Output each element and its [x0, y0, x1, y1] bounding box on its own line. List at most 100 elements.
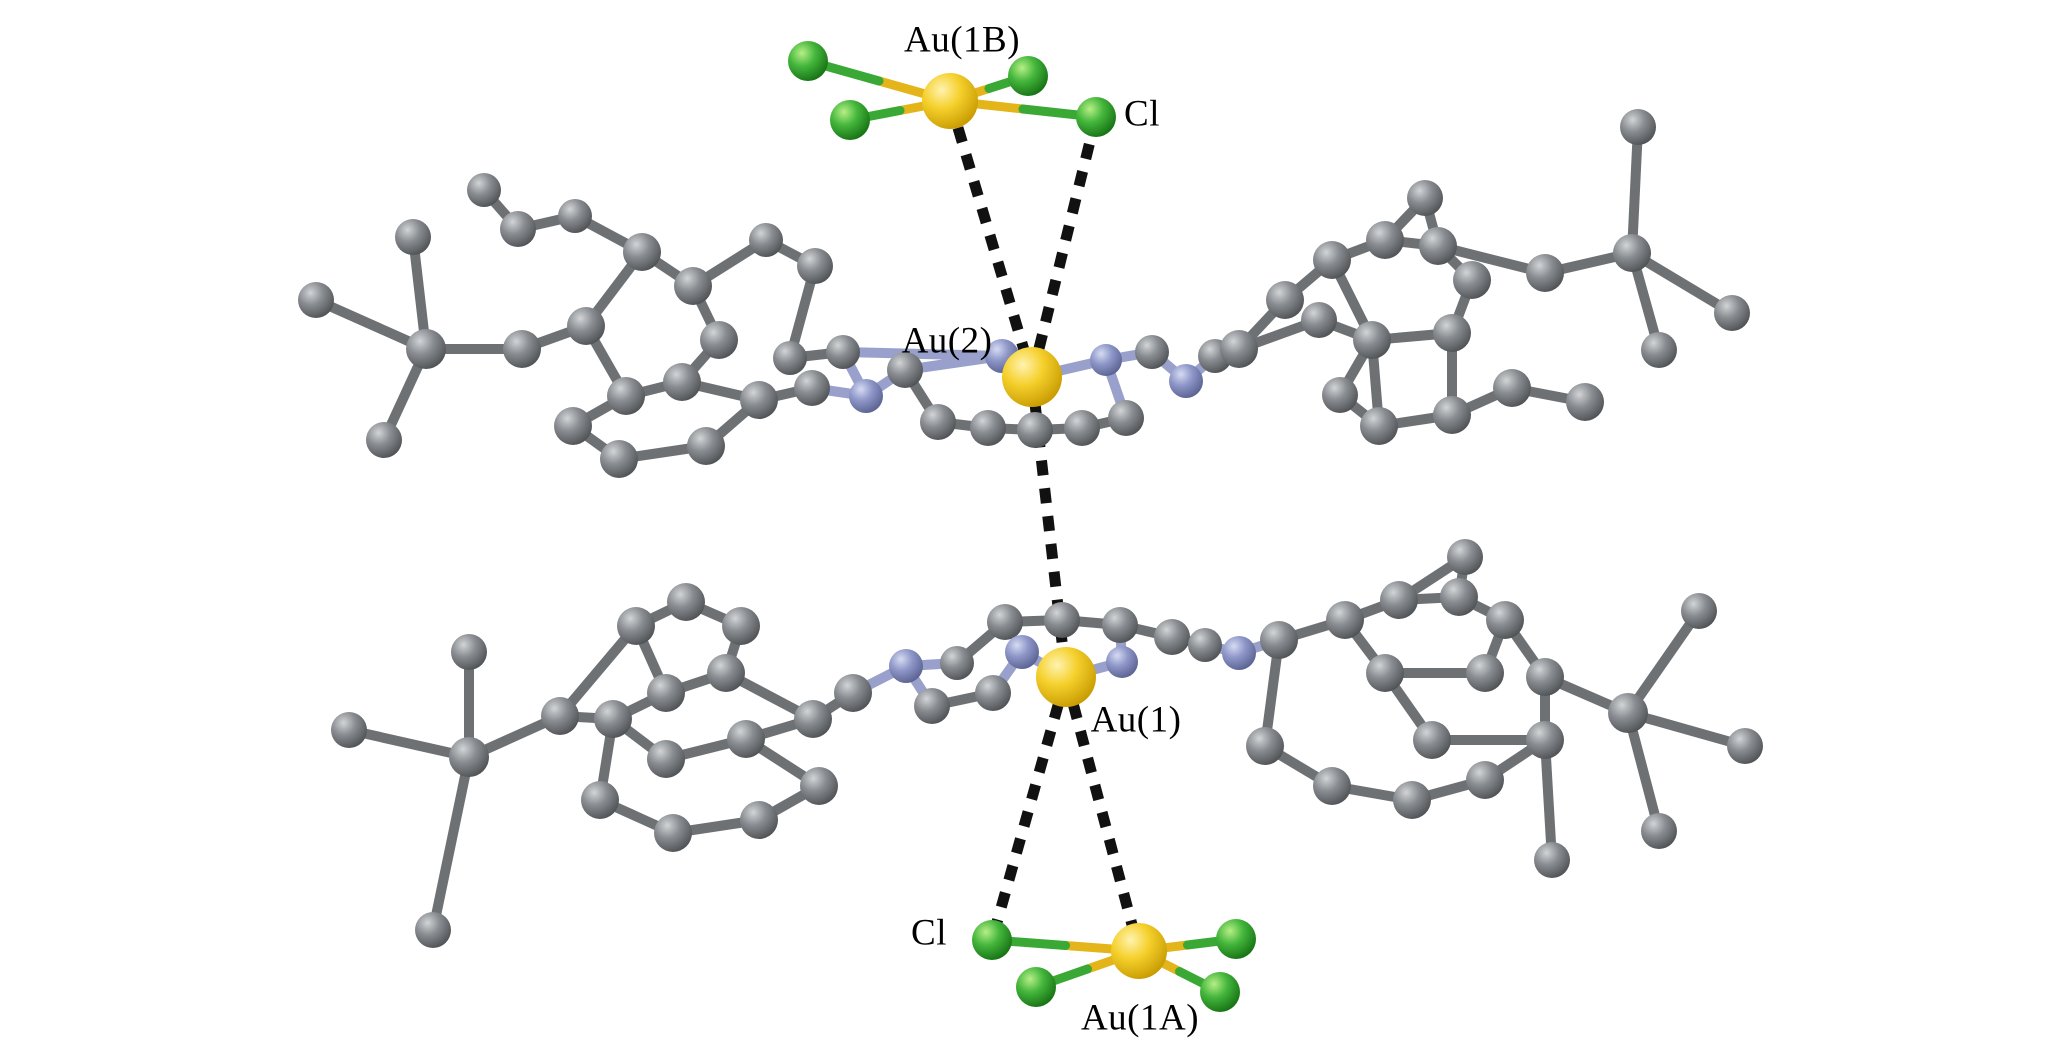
atom-c [449, 737, 489, 777]
atom-c [1044, 602, 1080, 638]
aucl4-layer [788, 41, 1256, 1012]
aurophilic-contact-layer [944, 99, 1145, 953]
atom-n [849, 379, 883, 413]
atom-c [541, 697, 579, 735]
atom-c [1613, 234, 1651, 272]
atom-au [1002, 347, 1062, 407]
atom-c [467, 173, 501, 207]
atom-c [1620, 109, 1656, 145]
atom-c [594, 700, 632, 738]
atom-c [722, 607, 760, 645]
atom-c [415, 912, 451, 948]
bond [1623, 606, 1704, 718]
atom-c [617, 607, 655, 645]
atom-c [623, 233, 661, 271]
atom-c [366, 422, 402, 458]
atom-n [1005, 635, 1039, 669]
atom-c [773, 341, 807, 375]
atom-c [1493, 369, 1531, 407]
atom-c [1313, 767, 1351, 805]
atom-c [1727, 728, 1763, 764]
atom-c [794, 700, 832, 738]
atom-c [1641, 332, 1677, 368]
atom-c [1220, 330, 1258, 368]
atom-c [1188, 628, 1222, 662]
atom-c [1566, 383, 1604, 421]
atom-c [1526, 254, 1564, 292]
atom-c [1135, 335, 1169, 369]
atom-c [331, 712, 367, 748]
atom-c [500, 211, 536, 247]
atom-c [1108, 400, 1144, 436]
atom-c [600, 440, 638, 478]
atom-c [794, 370, 830, 406]
atom-c [1266, 281, 1304, 319]
atom-c [1366, 221, 1404, 259]
atom-c [1260, 621, 1298, 659]
atom-au [922, 73, 978, 129]
atom-cl [972, 920, 1012, 960]
atom-c [654, 814, 692, 852]
atom-layer [298, 109, 1763, 948]
atom-c [395, 219, 431, 255]
atom-c [797, 248, 833, 284]
atom-c [800, 767, 838, 805]
atom-c [1466, 654, 1504, 692]
atom-c [1526, 658, 1564, 696]
atom-c [647, 674, 685, 712]
atom-c [1681, 593, 1717, 629]
atom-n [889, 649, 923, 683]
atom-c [1714, 295, 1750, 331]
atom-c [740, 381, 778, 419]
atom-n [1090, 344, 1122, 376]
atom-c [1413, 721, 1451, 759]
atom-c [1154, 619, 1190, 655]
atom-c [687, 427, 725, 465]
atom-c [1447, 539, 1483, 575]
atom-c [975, 675, 1011, 711]
atom-c [1641, 813, 1677, 849]
atom-c [1313, 241, 1351, 279]
atom-cl [1200, 972, 1240, 1012]
bond [1627, 122, 1643, 258]
atom-c [940, 646, 974, 680]
atom-c [834, 674, 872, 712]
atom-au [1111, 923, 1167, 979]
atom-c [667, 583, 705, 621]
atom-c [727, 720, 765, 758]
atom-c [1433, 314, 1471, 352]
atom-c [406, 329, 446, 369]
atom-c [298, 282, 334, 318]
aurophilic-contact-dashed [986, 675, 1072, 942]
atom-c [1534, 842, 1570, 878]
atom-cl [788, 41, 828, 81]
atom-c [1353, 321, 1391, 359]
bond [311, 295, 431, 354]
atom-n [1222, 636, 1256, 670]
aurophilic-contact-dashed [944, 99, 1038, 379]
atom-c [1322, 377, 1358, 413]
atom-cl [1076, 97, 1116, 137]
atom-c [567, 307, 605, 345]
atom-c [920, 404, 956, 440]
atom-c [663, 363, 701, 401]
atom-n [1169, 364, 1203, 398]
atom-cl [1016, 967, 1056, 1007]
bond [1540, 735, 1557, 865]
atom-c [700, 321, 738, 359]
atom-c [1301, 302, 1337, 338]
aurophilic-contact-dashed [1026, 376, 1072, 678]
atom-c [1366, 654, 1404, 692]
atom-c [558, 199, 592, 233]
bond [1623, 708, 1750, 751]
atom-c [887, 352, 923, 388]
atom-c [970, 410, 1006, 446]
atom-c [1360, 407, 1398, 445]
aurophilic-contact-dashed [1060, 675, 1145, 953]
atom-c [1393, 781, 1431, 819]
aurophilic-contact-dashed [1026, 115, 1102, 379]
atom-c [1608, 693, 1648, 733]
bond [1627, 248, 1737, 318]
atom-cl [830, 100, 870, 140]
atom-c [749, 223, 783, 257]
